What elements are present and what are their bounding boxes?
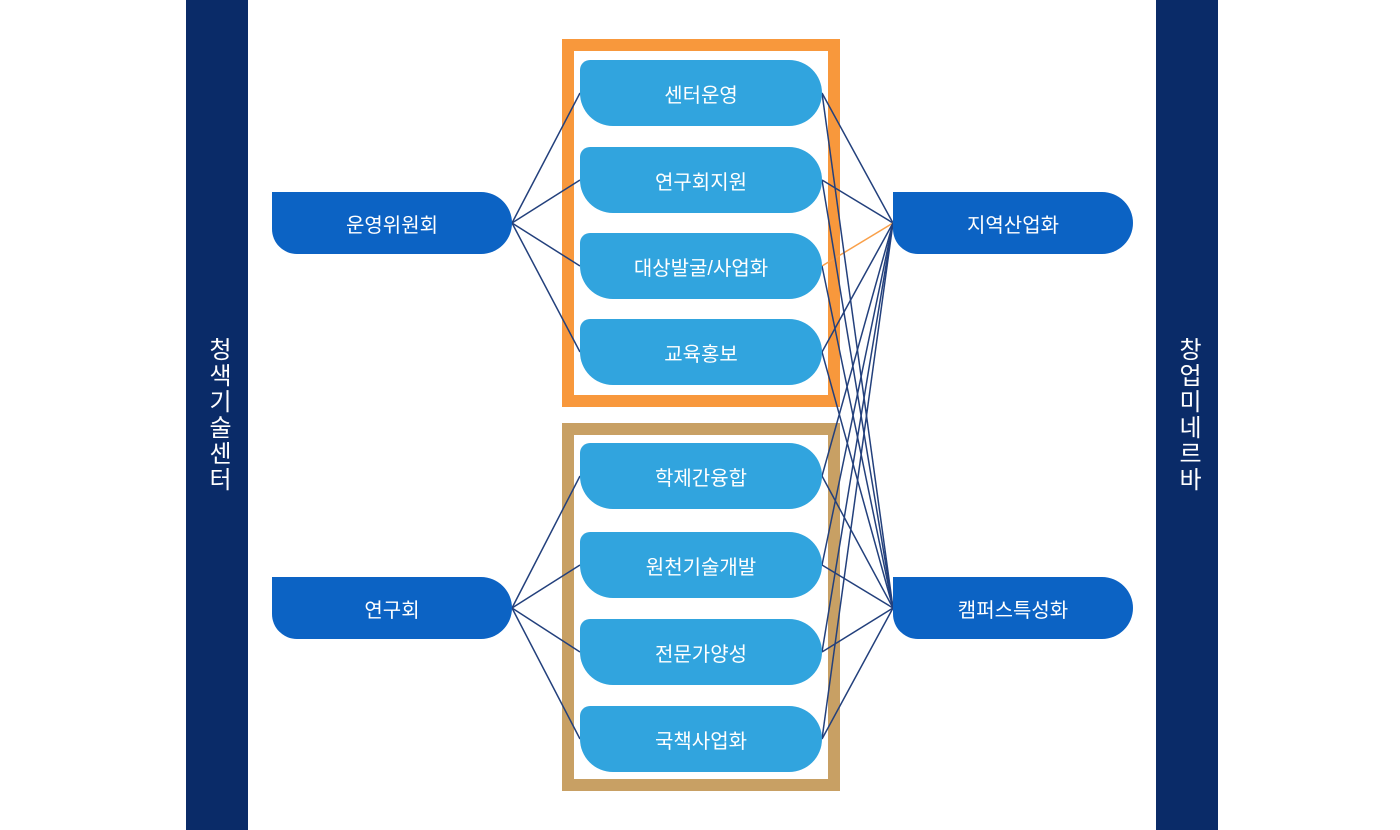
left-banner: 청색기술센터 <box>186 0 248 830</box>
node-core-technology-development: 원천기술개발 <box>580 532 822 598</box>
node-operating-committee: 운영위원회 <box>272 192 512 254</box>
node-center-operation: 센터운영 <box>580 60 822 126</box>
node-national-project-commercialization: 국책사업화 <box>580 706 822 772</box>
node-research-support: 연구회지원 <box>580 147 822 213</box>
node-regional-industrialization: 지역산업화 <box>893 192 1133 254</box>
node-campus-specialization: 캠퍼스특성화 <box>893 577 1133 639</box>
left-banner-text: 청색기술센터 <box>204 337 231 493</box>
node-expert-training: 전문가양성 <box>580 619 822 685</box>
node-research-society: 연구회 <box>272 577 512 639</box>
node-interdisciplinary-convergence: 학제간융합 <box>580 443 822 509</box>
node-target-discovery-commercialization: 대상발굴/사업화 <box>580 233 822 299</box>
right-banner-text: 창업미네르바 <box>1174 337 1201 493</box>
node-education-pr: 교육홍보 <box>580 319 822 385</box>
right-banner: 창업미네르바 <box>1156 0 1218 830</box>
